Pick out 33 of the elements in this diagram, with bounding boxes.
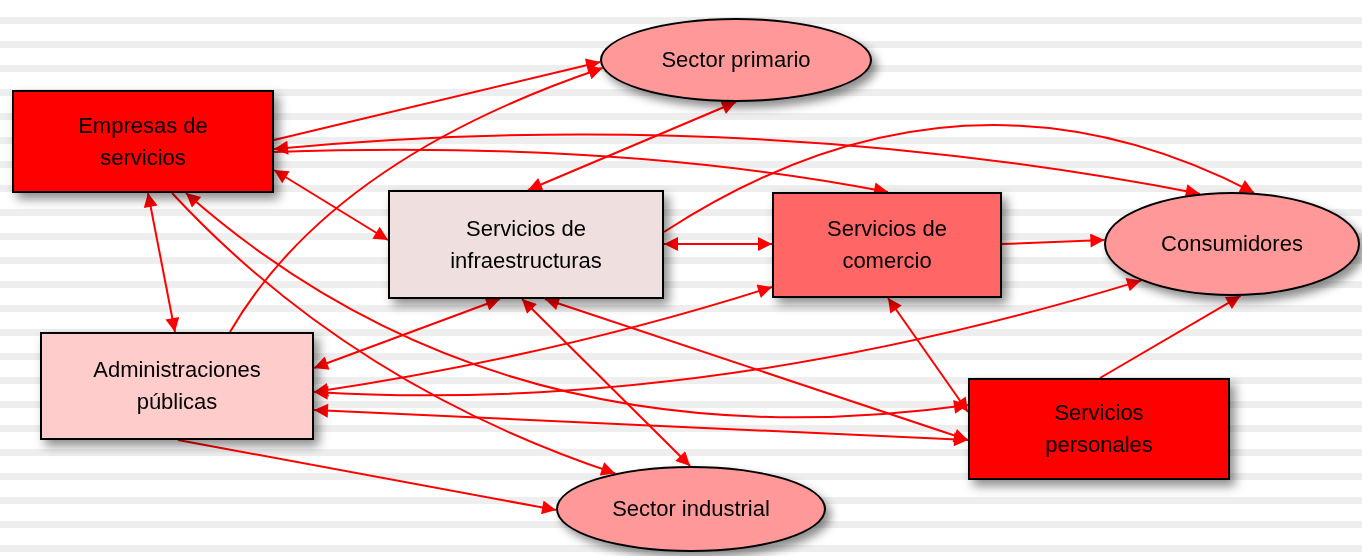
node-label: Sector industrial	[611, 495, 771, 524]
arrow	[663, 237, 773, 251]
process-box	[968, 378, 1230, 480]
process-box	[12, 90, 274, 193]
arrow	[171, 192, 617, 476]
ellipse-node	[600, 18, 872, 102]
node-label: Administraciones públicas	[92, 356, 262, 416]
node-label: Consumidores	[1160, 230, 1304, 259]
arrow	[527, 101, 737, 191]
arrow	[313, 297, 501, 370]
arrow	[273, 169, 389, 241]
arrow	[1099, 294, 1242, 379]
arrow	[313, 277, 1143, 400]
ellipse-node	[1104, 192, 1360, 296]
arrow	[143, 192, 180, 333]
node-label: Servicios personales	[1044, 399, 1154, 459]
arrow	[177, 439, 558, 515]
arrow	[273, 58, 602, 141]
node-label: Servicios de infraestructuras	[449, 214, 603, 275]
ellipse-node	[556, 466, 826, 552]
arrow	[313, 403, 969, 447]
node-label: Servicios de comercio	[826, 215, 948, 275]
node-label: Empresas de servicios	[77, 111, 209, 172]
process-box	[772, 192, 1002, 298]
arrow	[521, 298, 692, 467]
process-box	[40, 332, 314, 440]
arrow	[185, 192, 969, 419]
arrow	[663, 124, 1256, 233]
arrow	[1001, 233, 1106, 248]
node-label: Sector primario	[660, 46, 812, 75]
arrow	[887, 297, 969, 413]
process-box	[388, 190, 664, 299]
arrow	[313, 284, 773, 397]
